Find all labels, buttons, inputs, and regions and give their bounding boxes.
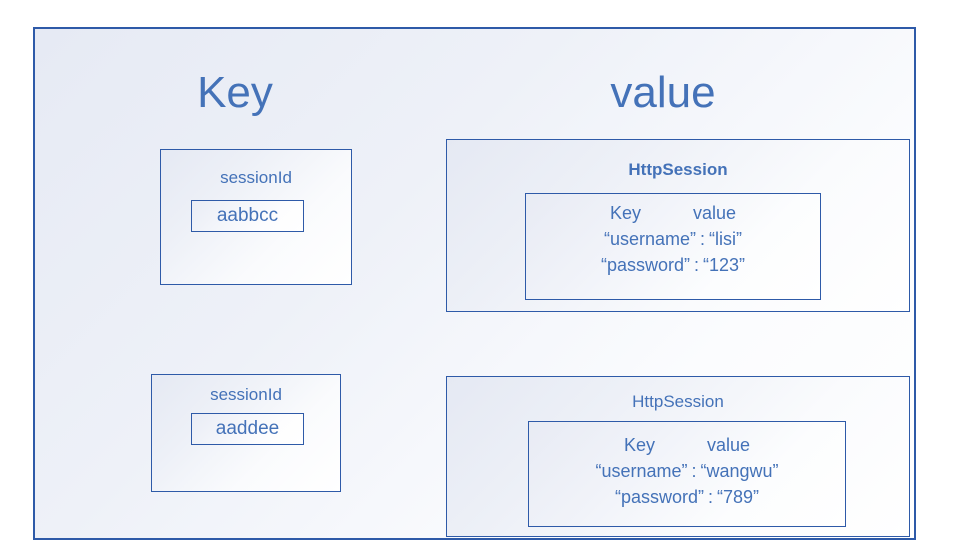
attribute-key: “username” [595, 461, 688, 482]
attribute-value: “123” [703, 255, 746, 276]
http-session-box-1: HttpSession Key value “username”:“lisi” … [446, 139, 910, 312]
http-session-attributes-table-1: Key value “username”:“lisi” “password”:“… [525, 193, 821, 300]
attribute-value: “lisi” [709, 229, 743, 250]
attribute-key: “username” [603, 229, 696, 250]
attribute-value: “789” [717, 487, 760, 508]
attributes-header-value-2: value [707, 435, 751, 455]
attribute-separator: : [693, 255, 699, 276]
column-title-key: Key [197, 68, 273, 117]
attributes-table-header-1: Key value [610, 200, 736, 226]
attributes-header-value-1: value [693, 203, 737, 223]
http-session-attributes-table-2: Key value “username”:“wangwu” “password”… [528, 421, 846, 527]
attribute-key: “password” [614, 487, 704, 508]
http-session-title-1: HttpSession [628, 160, 728, 179]
session-id-label-2: sessionId [210, 385, 282, 404]
attribute-separator: : [691, 461, 697, 482]
attribute-separator: : [707, 487, 713, 508]
attribute-separator: : [700, 229, 706, 250]
session-id-value-1: aabbcc [191, 200, 304, 232]
session-key-box-2: sessionId aaddee [151, 374, 341, 492]
attributes-table-row: “username”:“wangwu” [595, 458, 778, 484]
attributes-table-row: “username”:“lisi” [604, 226, 742, 252]
attribute-key: “password” [600, 255, 690, 276]
session-id-label-1: sessionId [220, 168, 292, 187]
attributes-header-key-1: Key [609, 203, 641, 223]
http-session-box-2: HttpSession Key value “username”:“wangwu… [446, 376, 910, 537]
attributes-table-row: “password”:“789” [615, 484, 759, 510]
attribute-value: “wangwu” [700, 461, 779, 482]
column-title-value: value [610, 68, 716, 117]
attributes-header-key-2: Key [623, 435, 655, 455]
session-map-diagram: Key value sessionId aabbcc HttpSession K… [33, 27, 916, 540]
http-session-title-2: HttpSession [632, 392, 724, 411]
session-id-value-2: aaddee [191, 413, 304, 445]
session-key-box-1: sessionId aabbcc [160, 149, 352, 285]
attributes-table-header-2: Key value [624, 432, 750, 458]
attributes-table-row: “password”:“123” [601, 252, 745, 278]
